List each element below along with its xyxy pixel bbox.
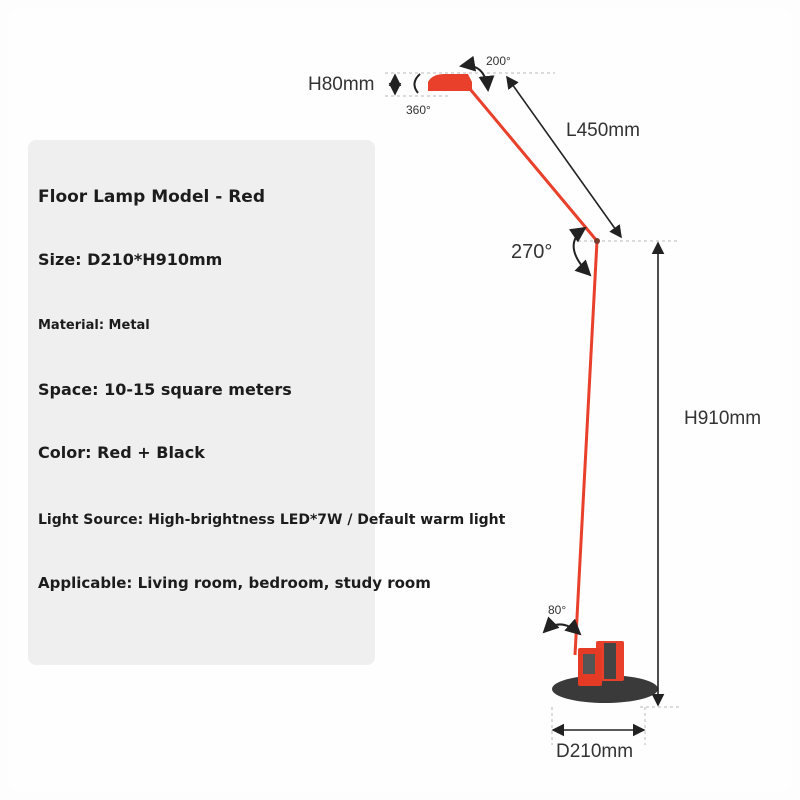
lamp-head — [428, 74, 472, 91]
head-rotation-label: 360° — [406, 103, 431, 117]
base-diameter-label: D210mm — [556, 741, 634, 762]
spec-applicable: Applicable: Living room, bedroom, study … — [38, 574, 431, 592]
lamp-pole — [573, 240, 599, 656]
head-height-label: H80mm — [308, 74, 375, 95]
spec-space: Space: 10-15 square meters — [38, 380, 292, 399]
lamp-arm — [468, 88, 599, 242]
guide-lines — [385, 72, 680, 745]
spec-panel — [28, 140, 375, 665]
height-label: H910mm — [684, 408, 762, 429]
base-tilt-label: 80° — [548, 603, 567, 617]
lamp-illustration — [428, 74, 658, 703]
spec-light-source: Light Source: High-brightness LED*7W / D… — [38, 512, 506, 528]
spec-material: Material: Metal — [38, 318, 150, 333]
joint-rotation-label: 270° — [511, 241, 553, 263]
spec-color: Color: Red + Black — [38, 443, 205, 462]
spec-size: Size: D210*H910mm — [38, 250, 223, 269]
product-title: Floor Lamp Model - Red — [38, 187, 266, 207]
arm-length-label: L450mm — [566, 120, 640, 141]
head-tilt-label: 200° — [486, 54, 511, 68]
